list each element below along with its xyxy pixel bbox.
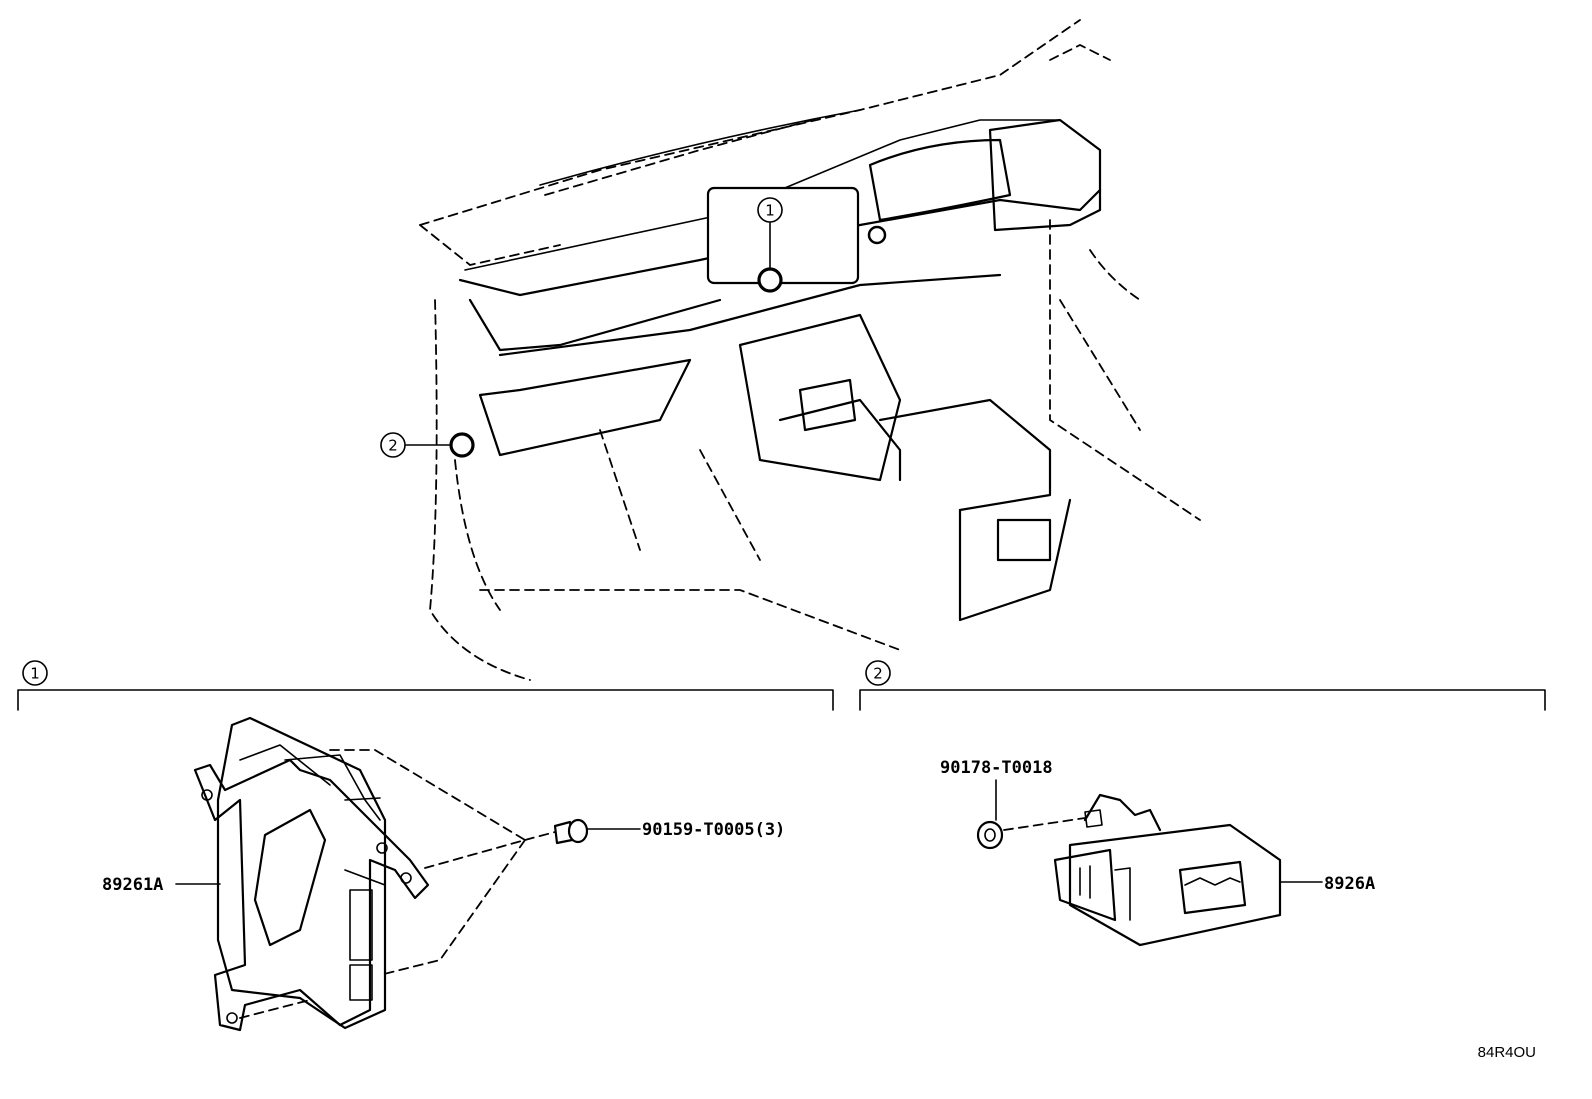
label-90159-T0005: 90159-T0005(3) bbox=[642, 820, 785, 840]
callout-1-number: 1 bbox=[765, 202, 775, 220]
section-1-header: 1 bbox=[17, 660, 834, 711]
section-2-bracket bbox=[859, 689, 1546, 711]
part-90178-nut bbox=[976, 779, 1103, 850]
label-90178-T0018: 90178-T0018 bbox=[940, 758, 1053, 778]
assembly-line-mid bbox=[379, 839, 526, 976]
section-1-bracket bbox=[17, 689, 834, 711]
part-89261A-module bbox=[193, 716, 430, 1032]
illustration-code: 84R4OU bbox=[1478, 1044, 1536, 1061]
assembly-line-top bbox=[329, 749, 528, 869]
center-display bbox=[706, 186, 860, 285]
part-90159-screw bbox=[524, 818, 641, 845]
dash-button bbox=[867, 225, 887, 245]
dashboard-illustration bbox=[405, 19, 1201, 681]
section-1-number: 1 bbox=[30, 665, 40, 683]
location-marker-1 bbox=[757, 267, 783, 293]
label-89261A: 89261A bbox=[102, 875, 163, 895]
section-2-number: 2 bbox=[873, 665, 883, 683]
part-8926A-module bbox=[1053, 793, 1323, 947]
callout-2: 2 bbox=[380, 432, 406, 458]
callout-1: 1 bbox=[757, 197, 783, 223]
label-8926A: 8926A bbox=[1324, 874, 1375, 894]
location-marker-2 bbox=[449, 432, 475, 458]
callout-2-number: 2 bbox=[388, 437, 398, 455]
assembly-line-bottom bbox=[239, 999, 311, 1019]
rear-console-vents bbox=[996, 518, 1052, 562]
section-2-header: 2 bbox=[859, 660, 1546, 711]
